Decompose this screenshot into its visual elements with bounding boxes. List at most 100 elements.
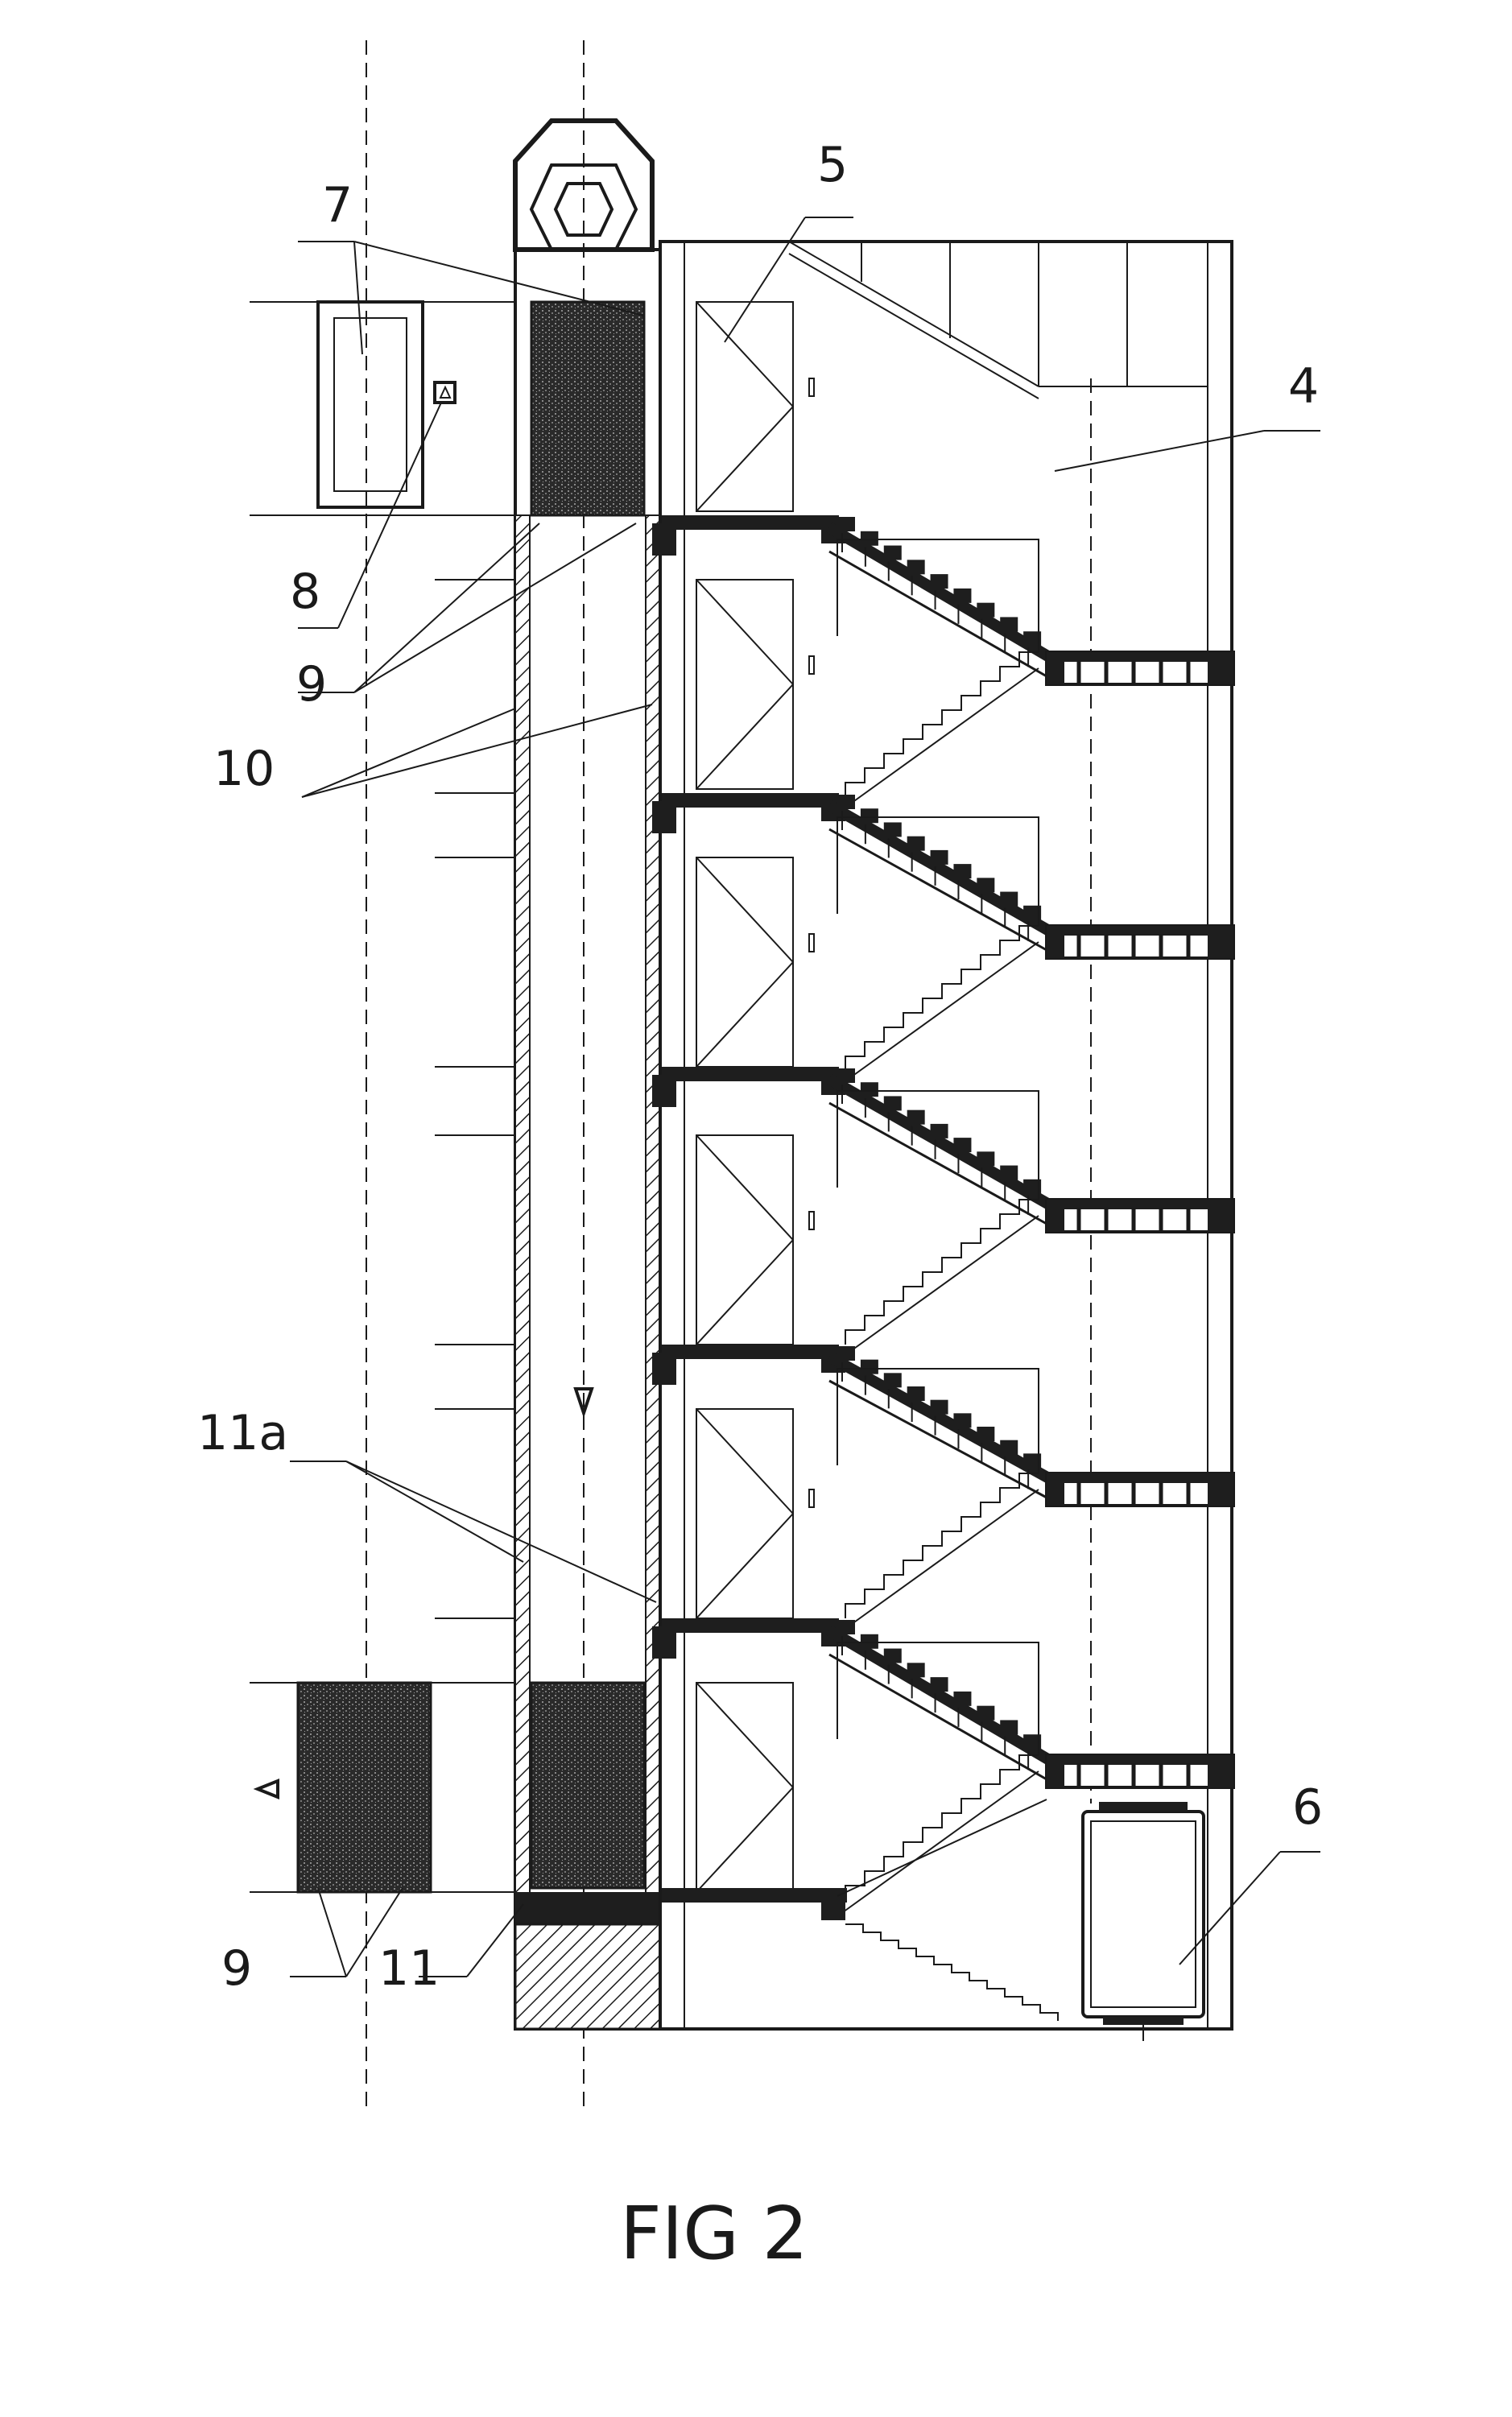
door-frames: [696, 301, 794, 1893]
tube-shaft: [514, 248, 662, 2031]
floor-beam-top: [1047, 1200, 1233, 1209]
stair-flights: [652, 378, 1235, 2021]
stair-step: [1000, 1440, 1018, 1455]
callout-11: 11: [378, 1940, 440, 1997]
stair-underside: [828, 1379, 1047, 1499]
callout-7: 7: [322, 177, 353, 233]
door-handle: [808, 655, 815, 675]
background-stair-rail: [837, 941, 1039, 1088]
background-stair-rail: [837, 1489, 1039, 1635]
floor-beam-top: [1047, 1755, 1233, 1765]
door-frame: [696, 301, 794, 512]
stair-step: [977, 1427, 995, 1441]
background-stair-outline: [837, 539, 1039, 652]
door-handle: [808, 1211, 815, 1230]
landing-post: [652, 1075, 676, 1107]
stair-step: [930, 849, 948, 865]
external-box-7: [316, 300, 456, 509]
stair-step: [953, 1138, 972, 1153]
floor-beam-end: [1047, 1200, 1064, 1232]
stair-step: [1000, 617, 1018, 632]
stair-step: [1000, 1720, 1018, 1735]
stair-step: [860, 1359, 878, 1374]
figure-caption: FIG 2: [620, 2192, 808, 2276]
stair-step: [907, 560, 925, 575]
background-stair-outline: [837, 1368, 1039, 1473]
small-symbol-8: [433, 381, 456, 404]
door-frame: [696, 579, 794, 790]
callout-8: 8: [290, 564, 320, 620]
stair-step: [977, 1705, 995, 1721]
floor-beam-end: [1208, 926, 1233, 958]
ground-stair-rail: [837, 1799, 1047, 1897]
stair-stringer: [826, 1351, 1058, 1487]
door-handle: [808, 1489, 815, 1508]
floor-beam-end: [1047, 926, 1064, 958]
upper-fill-block: [530, 300, 646, 517]
stair-step: [907, 1386, 925, 1401]
stair-step: [883, 545, 902, 560]
door-frame: [696, 1408, 794, 1619]
stair-step: [883, 1373, 902, 1388]
callout-11a: 11a: [197, 1405, 288, 1461]
background-stair-rail: [837, 1215, 1039, 1361]
stair-step: [883, 1648, 902, 1663]
stair-step: [1000, 1165, 1018, 1180]
stair-step: [837, 795, 855, 809]
door-frame: [696, 1134, 794, 1345]
stair-step: [1023, 631, 1042, 647]
ground-stair-steps: [845, 1923, 1059, 2021]
callout-9-upper: 9: [296, 656, 327, 713]
landing-slab: [662, 1618, 839, 1633]
callout-4: 4: [1288, 358, 1319, 415]
stair-step: [1000, 891, 1018, 907]
callout-5: 5: [817, 137, 848, 193]
stair-step: [860, 1082, 878, 1097]
landing-post: [652, 801, 676, 833]
elevator-cabin-6: [1081, 1802, 1205, 2041]
floor-beam-end: [1208, 1200, 1233, 1232]
door-frame: [696, 857, 794, 1068]
tube-down-arrow: [573, 1387, 594, 1419]
landing-slab: [662, 1067, 839, 1081]
background-stair-outline: [837, 816, 1039, 926]
tube-base-plug: [515, 1892, 660, 1924]
landing-slab: [662, 1345, 839, 1359]
stair-step: [907, 1663, 925, 1678]
stair-step: [837, 517, 855, 531]
stair-stringer: [826, 522, 1058, 666]
stair-step: [977, 878, 995, 893]
stair-underside: [828, 1101, 1047, 1225]
door-frame: [696, 1682, 794, 1893]
landing-post: [652, 1353, 676, 1385]
callout-9-lower: 9: [221, 1940, 252, 1997]
background-stair-rail: [837, 667, 1039, 814]
floor-beam-end: [1208, 652, 1233, 684]
background-stair-steps: [845, 925, 1039, 1071]
landing-slab: [662, 1888, 847, 1903]
stair-step: [953, 864, 972, 879]
landing-slab: [662, 515, 839, 530]
stair-step: [930, 1399, 948, 1415]
stair-step: [1023, 1734, 1042, 1750]
tube-right-wall: [645, 514, 661, 2030]
floor-beam-end: [1047, 652, 1064, 684]
stair-underside: [828, 1653, 1047, 1781]
background-stair-steps: [845, 1473, 1039, 1618]
floor-beam-top: [1047, 652, 1233, 662]
door-handle: [808, 378, 815, 397]
stair-step: [837, 1068, 855, 1083]
callout-6: 6: [1292, 1779, 1323, 1836]
floor-beam-end: [1047, 1755, 1064, 1787]
stair-step: [860, 808, 878, 824]
background-stair-outline: [837, 1090, 1039, 1200]
level-lines: [250, 301, 515, 1893]
stair-step: [1023, 1179, 1042, 1194]
stair-underside: [828, 828, 1047, 952]
stairwell-building: [659, 240, 1233, 2031]
background-stair-steps: [845, 651, 1039, 797]
landing-post: [821, 1888, 845, 1920]
floor-beam-top: [1047, 1473, 1233, 1483]
floor-beam-end: [1047, 1473, 1064, 1506]
floor-beam-end: [1208, 1473, 1233, 1506]
